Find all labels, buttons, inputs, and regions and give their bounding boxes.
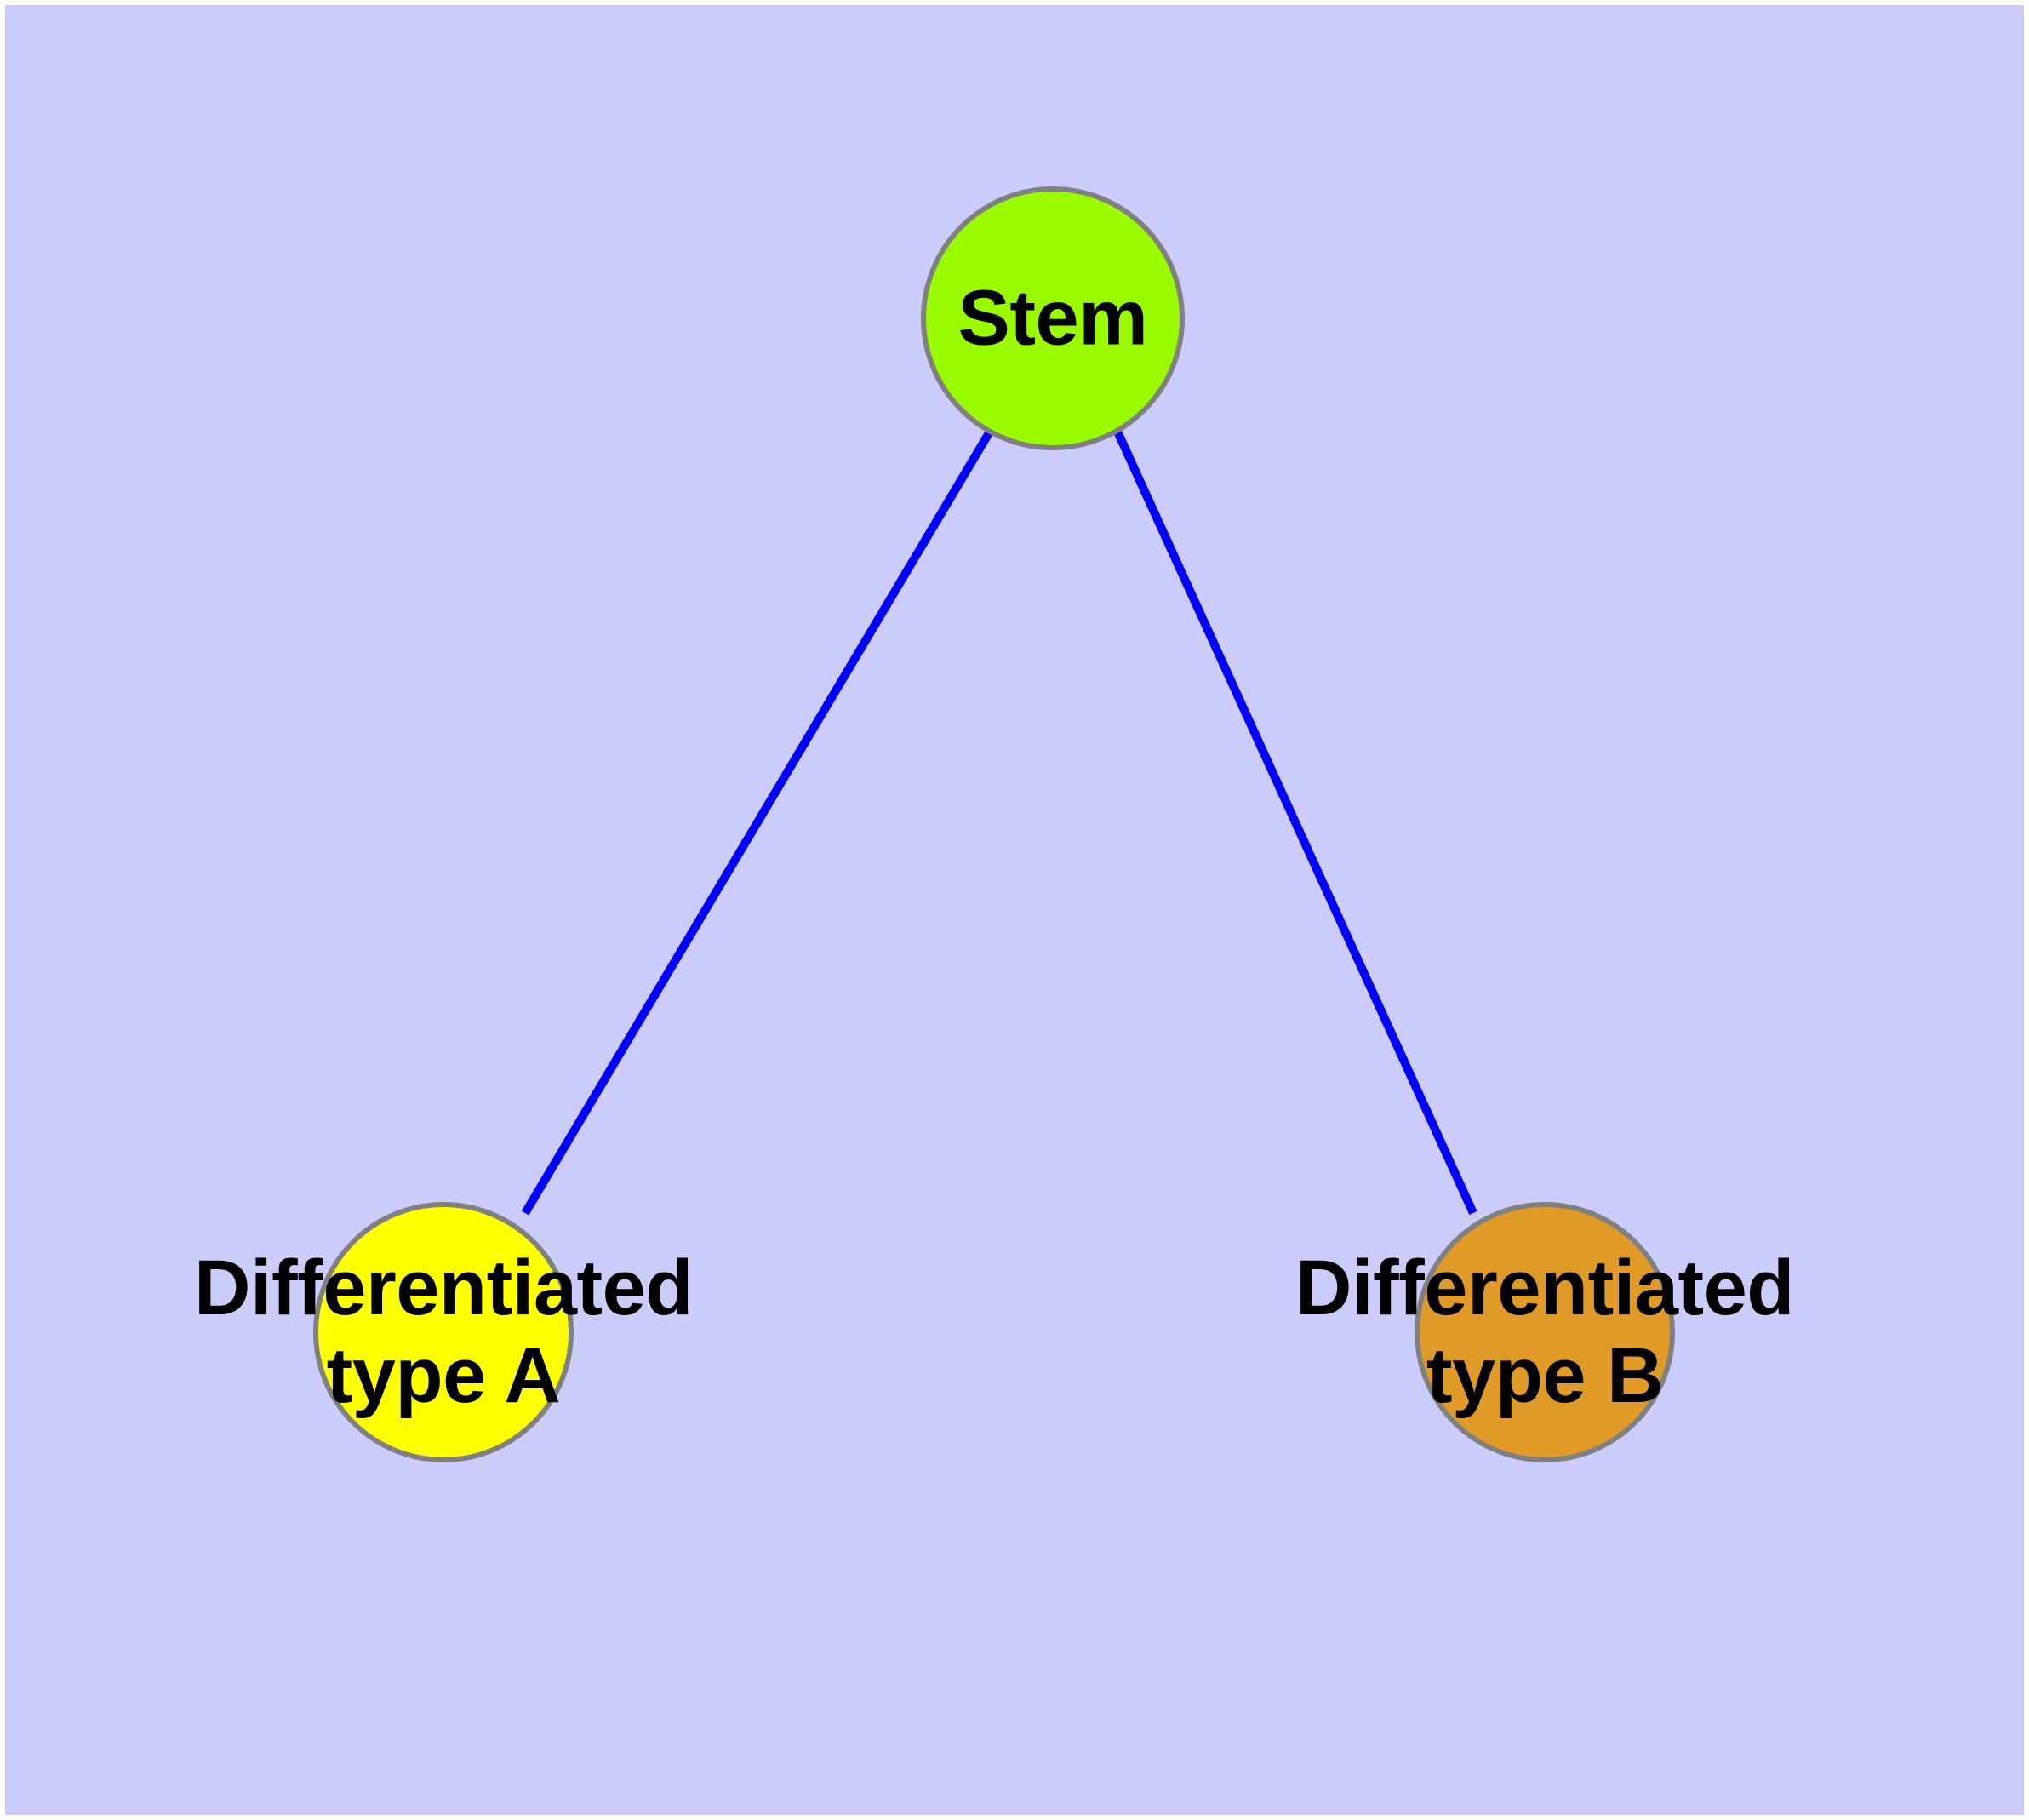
node-circle-stem[interactable] [921, 186, 1185, 450]
node-layer [313, 186, 1675, 1462]
node-circle-differentiated-type-b[interactable] [1415, 1202, 1675, 1462]
node-circle-differentiated-type-a[interactable] [313, 1202, 574, 1462]
edge-layer [521, 429, 1477, 1216]
edge-stem-to-differentiated-type-b[interactable] [1113, 429, 1477, 1216]
edge-stem-to-differentiated-type-a[interactable] [521, 429, 994, 1216]
